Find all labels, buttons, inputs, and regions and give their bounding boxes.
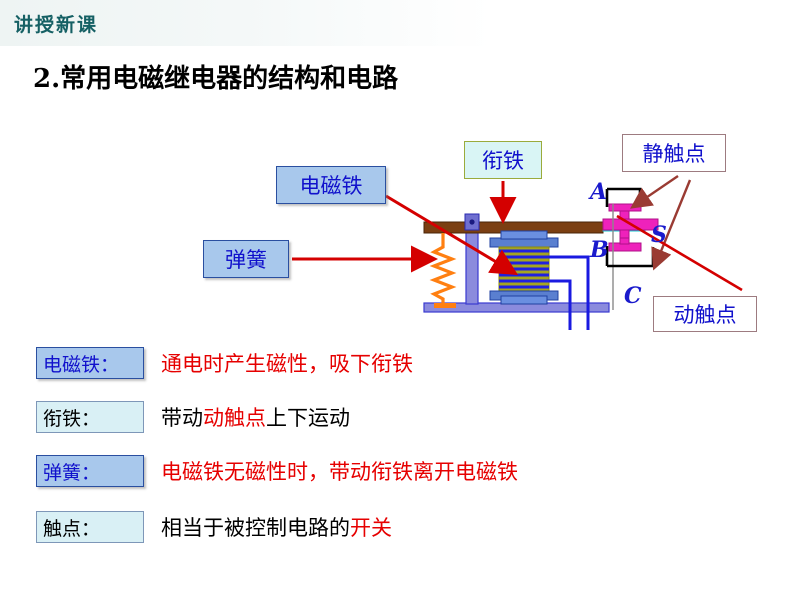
upper-circuit-wire bbox=[607, 187, 642, 205]
definition-value-armature: 带动动触点上下运动 bbox=[161, 402, 350, 432]
static-contact-lower-stem bbox=[619, 237, 630, 245]
leader-static-contact-upper bbox=[630, 175, 679, 209]
coil-windings bbox=[499, 249, 549, 289]
coil-lead-wire-right bbox=[549, 255, 590, 330]
header-banner: 讲授新课 bbox=[0, 0, 794, 46]
callout-armature[interactable]: 衔铁 bbox=[464, 141, 542, 179]
definition-value-part: 电磁铁无磁性时，带动衔铁离开电磁铁 bbox=[161, 460, 518, 484]
header-banner-title: 讲授新课 bbox=[14, 14, 99, 36]
coil-top-cap bbox=[500, 230, 548, 240]
diagram-label-b: B bbox=[590, 237, 609, 263]
definition-value-part: 上下运动 bbox=[266, 406, 350, 430]
coil-bottom-cap bbox=[500, 295, 548, 305]
callout-electromagnet[interactable]: 电磁铁 bbox=[276, 166, 386, 204]
callout-armature-label: 衔铁 bbox=[482, 149, 524, 173]
coil-body bbox=[498, 246, 550, 292]
callout-moving-contact[interactable]: 动触点 bbox=[653, 296, 757, 332]
definition-value-electromagnet: 通电时产生磁性，吸下衔铁 bbox=[161, 348, 413, 378]
static-contact-upper-stem bbox=[619, 210, 630, 220]
definition-value-contact: 相当于被控制电路的开关 bbox=[161, 512, 392, 542]
definition-key-armature: 衔铁： bbox=[36, 401, 144, 433]
moving-contact-bar bbox=[602, 218, 659, 231]
definition-value-spring: 电磁铁无磁性时，带动衔铁离开电磁铁 bbox=[161, 456, 518, 486]
definition-row-spring: 弹簧： 电磁铁无磁性时，带动衔铁离开电磁铁 bbox=[36, 452, 518, 490]
leader-moving-contact bbox=[616, 214, 743, 292]
diagram-label-a: A bbox=[590, 179, 608, 205]
moving-contact-stem bbox=[619, 229, 630, 240]
spring-anchor bbox=[434, 303, 456, 308]
callout-static-contact-label: 静触点 bbox=[642, 142, 706, 166]
callout-spring-label: 弹簧 bbox=[225, 248, 267, 272]
definition-key-electromagnet: 电磁铁： bbox=[36, 347, 144, 379]
definition-value-part: 相当于被控制电路的 bbox=[161, 516, 350, 540]
pivot-dot bbox=[469, 219, 475, 225]
definition-key-spring: 弹簧： bbox=[36, 455, 144, 487]
definition-row-armature: 衔铁： 带动动触点上下运动 bbox=[36, 398, 350, 436]
lower-circuit-wire bbox=[607, 247, 655, 268]
page-title: 2.常用电磁继电器的结构和电路 bbox=[33, 64, 399, 94]
callout-spring[interactable]: 弹簧 bbox=[203, 240, 289, 278]
coil-lead-wire-left bbox=[549, 279, 572, 330]
armature-bar bbox=[423, 221, 604, 234]
armature-connector bbox=[602, 222, 646, 232]
definition-value-part-highlight: 开关 bbox=[350, 516, 392, 540]
callout-moving-contact-label: 动触点 bbox=[673, 303, 737, 327]
definition-value-part-highlight: 动触点 bbox=[203, 406, 266, 430]
spring-coil bbox=[429, 233, 457, 306]
definition-key-contact: 触点： bbox=[36, 511, 144, 543]
definition-value-part: 通电时产生磁性，吸下衔铁 bbox=[161, 352, 413, 376]
static-contact-upper bbox=[608, 203, 642, 212]
static-contact-lower bbox=[608, 242, 642, 252]
diagram-label-s: S bbox=[651, 222, 667, 248]
coil-bottom-flange bbox=[489, 290, 559, 301]
support-post bbox=[465, 215, 479, 305]
definition-row-electromagnet: 电磁铁： 通电时产生磁性，吸下衔铁 bbox=[36, 344, 413, 382]
pivot-block bbox=[464, 213, 480, 231]
base-plate bbox=[423, 302, 610, 313]
callout-electromagnet-label: 电磁铁 bbox=[299, 174, 363, 198]
diagram-label-c: C bbox=[624, 283, 642, 309]
coil-top-flange bbox=[489, 237, 559, 248]
callout-static-contact[interactable]: 静触点 bbox=[622, 134, 726, 172]
definition-row-contact: 触点： 相当于被控制电路的开关 bbox=[36, 508, 392, 546]
definition-value-part: 带动 bbox=[161, 406, 203, 430]
leader-electromagnet bbox=[385, 194, 519, 276]
